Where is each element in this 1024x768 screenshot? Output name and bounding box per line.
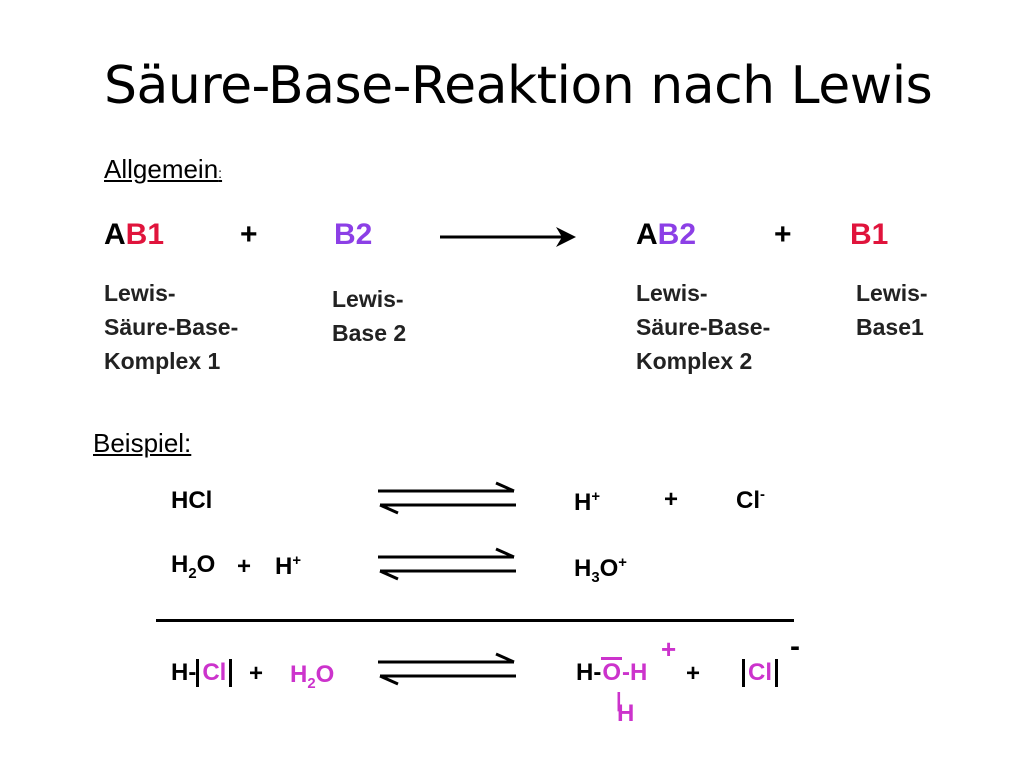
eq2-plus: + [237, 553, 252, 580]
formula-plus-1: + [240, 218, 258, 251]
equilibrium-arrow-1 [378, 481, 516, 515]
eq1-hcl: HCl [171, 487, 213, 514]
formula-ab1: AB1 [104, 218, 164, 252]
eq3-water-h: H [290, 661, 308, 688]
eq3-h: H- [171, 659, 197, 686]
eq2-water-h: H [171, 551, 189, 578]
general-label-colon: : [218, 165, 223, 181]
reaction-arrow [440, 227, 576, 247]
formula-ab2-a: A [636, 218, 658, 251]
eq3-plus-1: + [249, 660, 264, 687]
eq3-cl-lone-pairs: Cl [196, 659, 233, 687]
desc-line: Lewis- [332, 286, 404, 312]
eq2-water-sub: 2 [188, 565, 197, 582]
formula-b2: B2 [334, 218, 373, 251]
eq2-water: H2O [171, 551, 215, 582]
equilibrium-arrow-3 [378, 652, 516, 686]
formula-ab1-b: B1 [125, 218, 165, 251]
eq2-hydronium-charge: + [618, 555, 627, 571]
eq1-h-charge: + [591, 489, 601, 505]
eq3-plus-2: + [686, 660, 701, 687]
eq2-h-charge: + [292, 553, 302, 569]
eq3-chloride-lewis: Cl [742, 659, 778, 687]
formula-ab2: AB2 [636, 218, 696, 252]
page-title: Säure-Base-Reaktion nach Lewis [104, 56, 933, 116]
equilibrium-arrow-2 [378, 547, 516, 581]
eq1-plus: + [664, 486, 679, 513]
desc-line: Base 2 [332, 320, 407, 346]
eq1-h: H [574, 489, 592, 516]
eq2-hydronium-o: O [599, 555, 619, 582]
eq3-hydronium-h: H- [576, 659, 602, 686]
eq1-cl-charge: - [760, 487, 765, 503]
eq3-hydronium-o: O [601, 657, 622, 686]
eq3-hydronium-oh: -H [622, 659, 648, 686]
eq3-hcl-lewis: H-Cl [171, 659, 233, 687]
eq3-water-sub: 2 [307, 675, 316, 692]
eq2-hydronium: H3O+ [574, 555, 627, 586]
eq1-cl: Cl [736, 487, 760, 514]
desc-complex-1: Lewis- Säure-Base- Komplex 1 [104, 276, 238, 378]
eq3-bond-vertical: | [616, 690, 622, 712]
eq3-chloride-lone-pairs: Cl [742, 659, 778, 687]
eq2-hydronium-h: H [574, 555, 592, 582]
desc-base-1: Lewis- Base1 [856, 276, 928, 344]
desc-line: Base1 [856, 314, 924, 340]
eq2-hydronium-sub: 3 [591, 569, 600, 586]
desc-complex-2: Lewis- Säure-Base- Komplex 2 [636, 276, 770, 378]
desc-line: Lewis- [636, 280, 708, 306]
eq1-cl-minus: Cl- [736, 487, 765, 515]
divider [156, 619, 794, 622]
eq2-h: H [275, 553, 293, 580]
eq3-water: H2O [290, 661, 334, 692]
eq1-h-plus: H+ [574, 489, 600, 517]
formula-ab2-b: B2 [657, 218, 697, 251]
eq3-water-o: O [315, 661, 335, 688]
eq2-water-o: O [196, 551, 216, 578]
eq3-hydronium-h-below: H [617, 700, 635, 727]
formula-ab1-a: A [104, 218, 126, 251]
eq3-chloride-charge: - [790, 630, 800, 663]
desc-line: Lewis- [856, 280, 928, 306]
formula-plus-2: + [774, 218, 792, 251]
desc-line: Lewis- [104, 280, 176, 306]
general-label-text: Allgemein [104, 154, 219, 184]
formula-b1: B1 [850, 218, 889, 251]
desc-line: Komplex 1 [104, 348, 221, 374]
desc-line: Säure-Base- [104, 314, 239, 340]
example-label: Beispiel: [93, 428, 192, 458]
eq3-hydronium-lewis: H-O-H [576, 657, 647, 687]
general-label: Allgemein: [104, 154, 222, 185]
eq3-hydronium-charge: + [661, 634, 677, 664]
desc-base-2: Lewis- Base 2 [332, 282, 406, 350]
eq2-h-plus: H+ [275, 553, 301, 581]
desc-line: Säure-Base- [636, 314, 771, 340]
desc-line: Komplex 2 [636, 348, 753, 374]
